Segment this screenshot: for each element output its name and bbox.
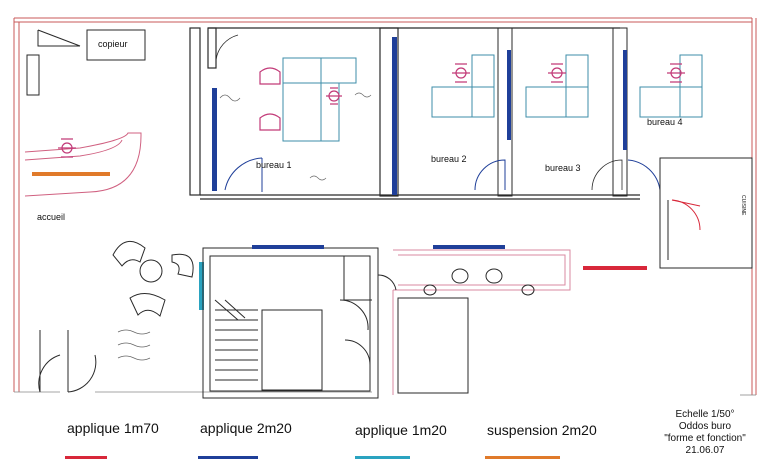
bureaux-desks xyxy=(431,54,703,118)
room-label-copieur: copieur xyxy=(98,39,128,49)
cuisine-walls xyxy=(659,157,753,269)
reception-desk xyxy=(24,132,142,197)
title-block: Echelle 1/50° Oddos buro "forme et fonct… xyxy=(640,409,770,457)
entrance xyxy=(38,330,97,393)
bureau-1-chairs xyxy=(259,67,342,131)
wc-block xyxy=(392,249,571,395)
legend-label-applique-2m20: applique 2m20 xyxy=(200,420,292,436)
legend-line-applique-1m20 xyxy=(355,456,410,459)
room-label-bureau-3: bureau 3 xyxy=(545,163,581,173)
legend-label-suspension-2m20: suspension 2m20 xyxy=(487,422,597,438)
reception-suspension xyxy=(32,172,110,176)
legend-label-applique-1m20: applique 1m20 xyxy=(355,422,447,438)
bureau-1-walls xyxy=(189,27,640,200)
legend-line-applique-1m70 xyxy=(65,456,107,459)
cuisine-applique xyxy=(583,266,647,270)
outer-walls xyxy=(13,17,757,395)
room-label-bureau-1: bureau 1 xyxy=(256,160,292,170)
room-label-accueil: accueil xyxy=(37,212,66,222)
legend-label-applique-1m70: applique 1m70 xyxy=(67,420,159,436)
legend-line-applique-2m20 xyxy=(198,456,258,459)
room-label-bureau-2: bureau 2 xyxy=(431,154,467,164)
room-label-cuisine: CUISINE xyxy=(740,195,746,216)
copieur-area xyxy=(26,29,146,96)
project-label: "forme et fonction" xyxy=(664,433,746,444)
company-label: Oddos buro xyxy=(678,421,732,432)
bureaux-chairs xyxy=(58,63,685,158)
waiting-area xyxy=(112,240,194,317)
bureau-1-desks xyxy=(282,57,357,142)
staircase xyxy=(202,247,379,399)
room-label-bureau-4: bureau 4 xyxy=(647,117,683,127)
handwritten-notes xyxy=(117,92,372,361)
legend-line-suspension-2m20 xyxy=(485,456,560,459)
date-label: 21.06.07 xyxy=(685,445,725,456)
scale-label: Echelle 1/50° xyxy=(675,409,735,420)
